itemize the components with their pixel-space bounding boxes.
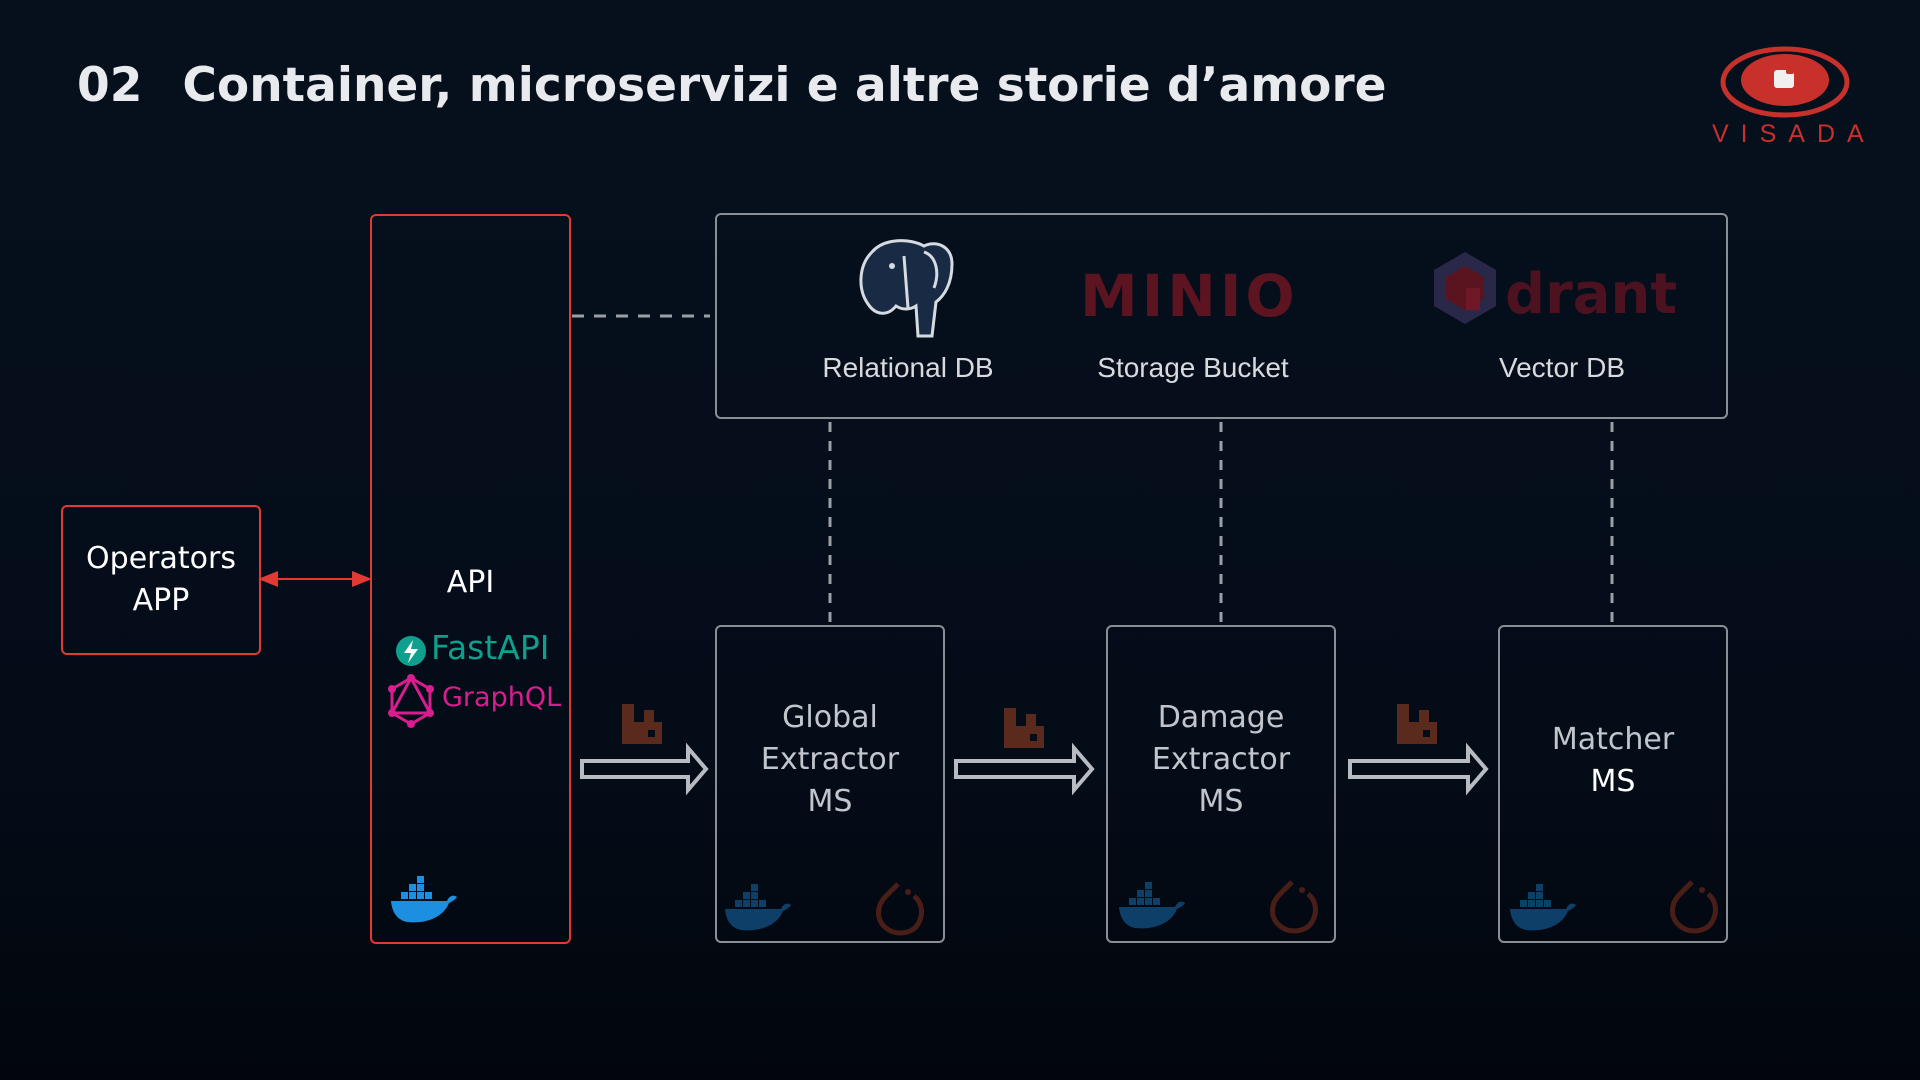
matcher-label-line2: MS bbox=[1590, 764, 1636, 799]
operators-label-line1: Operators bbox=[86, 541, 236, 576]
api-label: API bbox=[446, 565, 495, 600]
slide-title-row: 02 Container, microservizi e altre storie… bbox=[77, 58, 1387, 113]
global-extractor-ms-box: Global Extractor MS bbox=[715, 625, 945, 943]
pytorch-icon bbox=[1270, 880, 1318, 934]
global-label-line2: Extractor bbox=[760, 742, 900, 777]
arrow-api-to-global bbox=[580, 742, 709, 796]
logo-wordmark: VISADA bbox=[1712, 120, 1876, 148]
matcher-label: Matcher MS bbox=[1500, 719, 1726, 803]
qdrant-logo: drant bbox=[1505, 262, 1678, 327]
global-extractor-label: Global Extractor MS bbox=[717, 697, 943, 823]
arrow-damage-to-matcher bbox=[1348, 742, 1489, 796]
fastapi-label: FastAPI bbox=[431, 628, 550, 667]
docker-whale-icon bbox=[1119, 882, 1185, 929]
relational-db-label: Relational DB bbox=[822, 352, 994, 383]
pytorch-icon bbox=[876, 882, 924, 936]
pytorch-icon bbox=[1670, 880, 1718, 934]
global-label-line1: Global bbox=[782, 700, 878, 735]
graphql-logo-icon bbox=[388, 674, 434, 728]
arrow-global-to-damage bbox=[954, 742, 1095, 796]
fastapi-logo-icon bbox=[396, 636, 426, 666]
rabbitmq-icon bbox=[1397, 704, 1437, 744]
vector-db-label: Vector DB bbox=[1498, 352, 1626, 383]
visada-logo-icon bbox=[1720, 46, 1850, 118]
minio-logo: MINIO bbox=[1080, 262, 1299, 330]
docker-whale-icon bbox=[725, 884, 791, 931]
postgresql-elephant-icon bbox=[859, 239, 954, 338]
damage-extractor-ms-box: Damage Extractor MS bbox=[1106, 625, 1336, 943]
matcher-label-line1: Matcher bbox=[1551, 722, 1675, 757]
damage-label-line3: MS bbox=[1198, 784, 1244, 819]
global-label-line3: MS bbox=[807, 784, 853, 819]
storage-bucket-label: Storage Bucket bbox=[1097, 352, 1289, 383]
matcher-ms-box: Matcher MS bbox=[1498, 625, 1728, 943]
rabbitmq-icon bbox=[1004, 708, 1044, 748]
slide-title: Container, microservizi e altre storie d… bbox=[182, 58, 1387, 113]
operators-app-label: Operators APP bbox=[63, 538, 259, 622]
api-box: API bbox=[370, 214, 571, 944]
docker-whale-icon bbox=[1510, 884, 1576, 931]
qdrant-logo-icon bbox=[1434, 252, 1496, 324]
damage-label-line2: Extractor bbox=[1151, 742, 1291, 777]
graphql-label: GraphQL bbox=[442, 682, 562, 713]
damage-extractor-label: Damage Extractor MS bbox=[1108, 697, 1334, 823]
damage-label-line1: Damage bbox=[1157, 700, 1285, 735]
storage-group-box bbox=[715, 213, 1728, 419]
operators-label-line2: APP bbox=[132, 583, 190, 618]
slide-number: 02 bbox=[77, 58, 143, 113]
docker-whale-icon bbox=[391, 876, 457, 923]
rabbitmq-icon bbox=[622, 704, 662, 744]
operators-app-box: Operators APP bbox=[61, 505, 261, 655]
